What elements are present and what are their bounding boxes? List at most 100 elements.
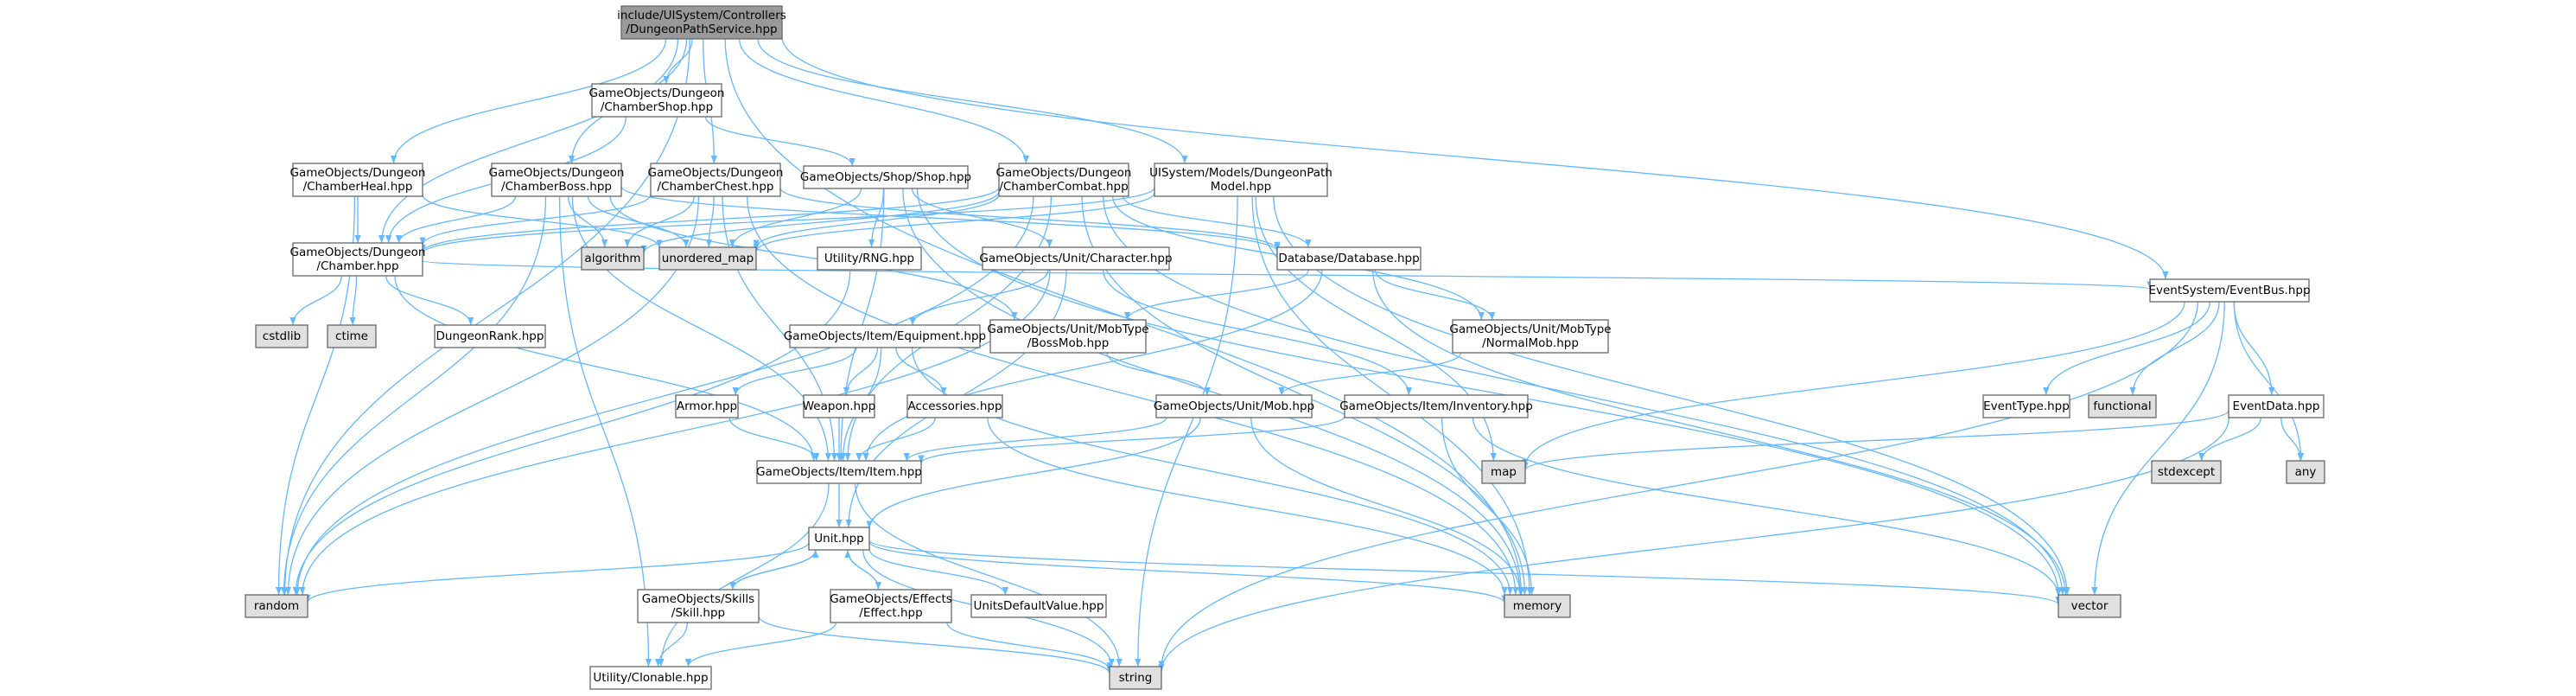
- node-unordered_map: unordered_map: [658, 246, 757, 271]
- node-box: [2286, 460, 2325, 484]
- node-label: GameObjects/Effects: [830, 592, 952, 606]
- edge-armor-to-item: [728, 417, 820, 462]
- node-box: [1155, 394, 1313, 418]
- node-box: [970, 594, 1107, 618]
- edge-inventory-to-vector: [1472, 417, 2062, 597]
- node-database[interactable]: Database/Database.hpp: [1276, 246, 1422, 271]
- dependency-edges: [275, 36, 2305, 674]
- node-label: random: [254, 599, 299, 613]
- node-any: any: [2286, 460, 2325, 484]
- node-rng[interactable]: Utility/RNG.hpp: [817, 246, 922, 271]
- node-eventBus[interactable]: EventSystem/EventBus.hpp: [2148, 278, 2311, 303]
- edge-dpModel-to-chamber: [419, 187, 1155, 254]
- node-box: [803, 165, 969, 189]
- node-box: [789, 324, 981, 348]
- node-chamberChest[interactable]: GameObjects/Dungeon/ChamberChest.hpp: [648, 163, 784, 197]
- edge-inventory-to-item: [918, 416, 1345, 464]
- node-bossMob[interactable]: GameObjects/Unit/MobType/BossMob.hpp: [987, 319, 1149, 354]
- node-label: /Chamber.hpp: [316, 259, 398, 273]
- node-random: random: [245, 594, 308, 618]
- node-dungeonRank[interactable]: DungeonRank.hpp: [434, 324, 546, 348]
- edge-eventBus-to-eventData: [2233, 301, 2275, 396]
- edge-root-to-chamberHeal: [390, 38, 667, 164]
- node-label: GameObjects/Item/Equipment.hpp: [784, 329, 986, 343]
- edge-effect-to-clonable: [684, 622, 837, 667]
- edge-unit-to-vector: [868, 540, 2062, 605]
- node-chamberCombat[interactable]: GameObjects/Dungeon/ChamberCombat.hpp: [996, 163, 1132, 197]
- node-accessories[interactable]: Accessories.hpp: [906, 394, 1003, 418]
- node-box: [327, 324, 377, 348]
- node-box: [2088, 394, 2157, 418]
- node-label: GameObjects/Unit/MobType: [987, 322, 1148, 336]
- node-algorithm: algorithm: [581, 246, 645, 271]
- node-item[interactable]: GameObjects/Item/Item.hpp: [756, 460, 922, 484]
- node-box: [245, 594, 308, 618]
- node-character[interactable]: GameObjects/Unit/Character.hpp: [979, 246, 1173, 271]
- node-effect[interactable]: GameObjects/Effects/Effect.hpp: [830, 589, 952, 623]
- node-box: [1109, 666, 1162, 690]
- node-clonable[interactable]: Utility/Clonable.hpp: [589, 666, 712, 690]
- edge-skill-to-clonable: [655, 622, 689, 667]
- node-box: [1344, 394, 1529, 418]
- node-eventData[interactable]: EventData.hpp: [2228, 394, 2325, 418]
- node-skill[interactable]: GameObjects/Skills/Skill.hpp: [637, 589, 760, 623]
- node-label: map: [1491, 465, 1517, 479]
- edge-item-to-string: [855, 482, 1123, 667]
- node-label: unordered_map: [662, 252, 754, 265]
- node-label: GameObjects/Dungeon: [589, 86, 725, 100]
- node-box: [620, 5, 783, 40]
- node-shop[interactable]: GameObjects/Shop/Shop.hpp: [800, 165, 971, 189]
- node-eventType[interactable]: EventType.hpp: [1982, 394, 2070, 418]
- node-chamberShop[interactable]: GameObjects/Dungeon/ChamberShop.hpp: [589, 83, 725, 118]
- node-label: Model.hpp: [1211, 180, 1272, 194]
- edge-shop-to-rng: [868, 188, 885, 248]
- node-label: /ChamberCombat.hpp: [999, 180, 1128, 194]
- node-unit[interactable]: Unit.hpp: [808, 527, 870, 551]
- node-label: GameObjects/Dungeon: [290, 246, 426, 259]
- edge-chamberCombat-to-random: [294, 195, 1034, 596]
- edge-eventBus-to-eventType: [2043, 301, 2210, 396]
- edge-unit-to-memory: [868, 541, 1508, 603]
- edge-unit-to-random: [304, 541, 810, 603]
- node-box: [1982, 394, 2070, 418]
- node-mob[interactable]: GameObjects/Unit/Mob.hpp: [1154, 394, 1314, 418]
- node-label: /ChamberBoss.hpp: [501, 180, 612, 194]
- node-normalMob[interactable]: GameObjects/Unit/MobType/NormalMob.hpp: [1449, 319, 1612, 354]
- edge-normalMob-to-mob: [1278, 352, 1462, 396]
- node-root[interactable]: include/UISystem/Controllers/DungeonPath…: [617, 5, 786, 40]
- edge-chamberBoss-to-algorithm: [567, 195, 608, 248]
- node-box: [491, 163, 622, 197]
- node-weapon[interactable]: Weapon.hpp: [803, 394, 876, 418]
- node-box: [1481, 460, 1526, 484]
- edge-database-to-normalMob: [1374, 269, 1496, 321]
- dependency-nodes: include/UISystem/Controllers/DungeonPath…: [245, 5, 2325, 690]
- edge-database-to-item: [862, 269, 1323, 462]
- edge-root-to-dpModel: [757, 38, 1188, 164]
- node-label: Unit.hpp: [814, 532, 863, 546]
- edge-chamber-to-cstdlib: [289, 275, 342, 326]
- node-box: [658, 246, 757, 271]
- edge-dpModel-to-string: [1135, 195, 1238, 667]
- node-label: memory: [1513, 599, 1562, 613]
- node-label: cstdlib: [263, 329, 301, 343]
- node-inventory[interactable]: GameObjects/Item/Inventory.hpp: [1339, 394, 1533, 418]
- node-label: EventData.hpp: [2233, 399, 2320, 413]
- node-label: Accessories.hpp: [907, 399, 1002, 413]
- edge-eventData-to-string: [1158, 417, 2230, 672]
- edge-chamberBoss-to-database: [620, 186, 1281, 252]
- edge-root-to-random: [281, 38, 690, 596]
- node-label: GameObjects/Unit/Mob.hpp: [1154, 399, 1314, 413]
- node-chamberHeal[interactable]: GameObjects/Dungeon/ChamberHeal.hpp: [290, 163, 426, 197]
- edge-dpModel-to-unordered_map: [753, 192, 1155, 252]
- node-ctime: ctime: [327, 324, 377, 348]
- node-equipment[interactable]: GameObjects/Item/Equipment.hpp: [784, 324, 986, 348]
- node-unitsDefault[interactable]: UnitsDefaultValue.hpp: [970, 594, 1107, 618]
- node-armor[interactable]: Armor.hpp: [675, 394, 739, 418]
- node-label: /NormalMob.hpp: [1482, 336, 1579, 350]
- node-chamberBoss[interactable]: GameObjects/Dungeon/ChamberBoss.hpp: [489, 163, 625, 197]
- node-label: DungeonRank.hpp: [436, 329, 544, 343]
- node-chamber[interactable]: GameObjects/Dungeon/Chamber.hpp: [290, 242, 426, 277]
- node-label: GameObjects/Unit/Character.hpp: [979, 252, 1172, 265]
- node-box: [1276, 246, 1422, 271]
